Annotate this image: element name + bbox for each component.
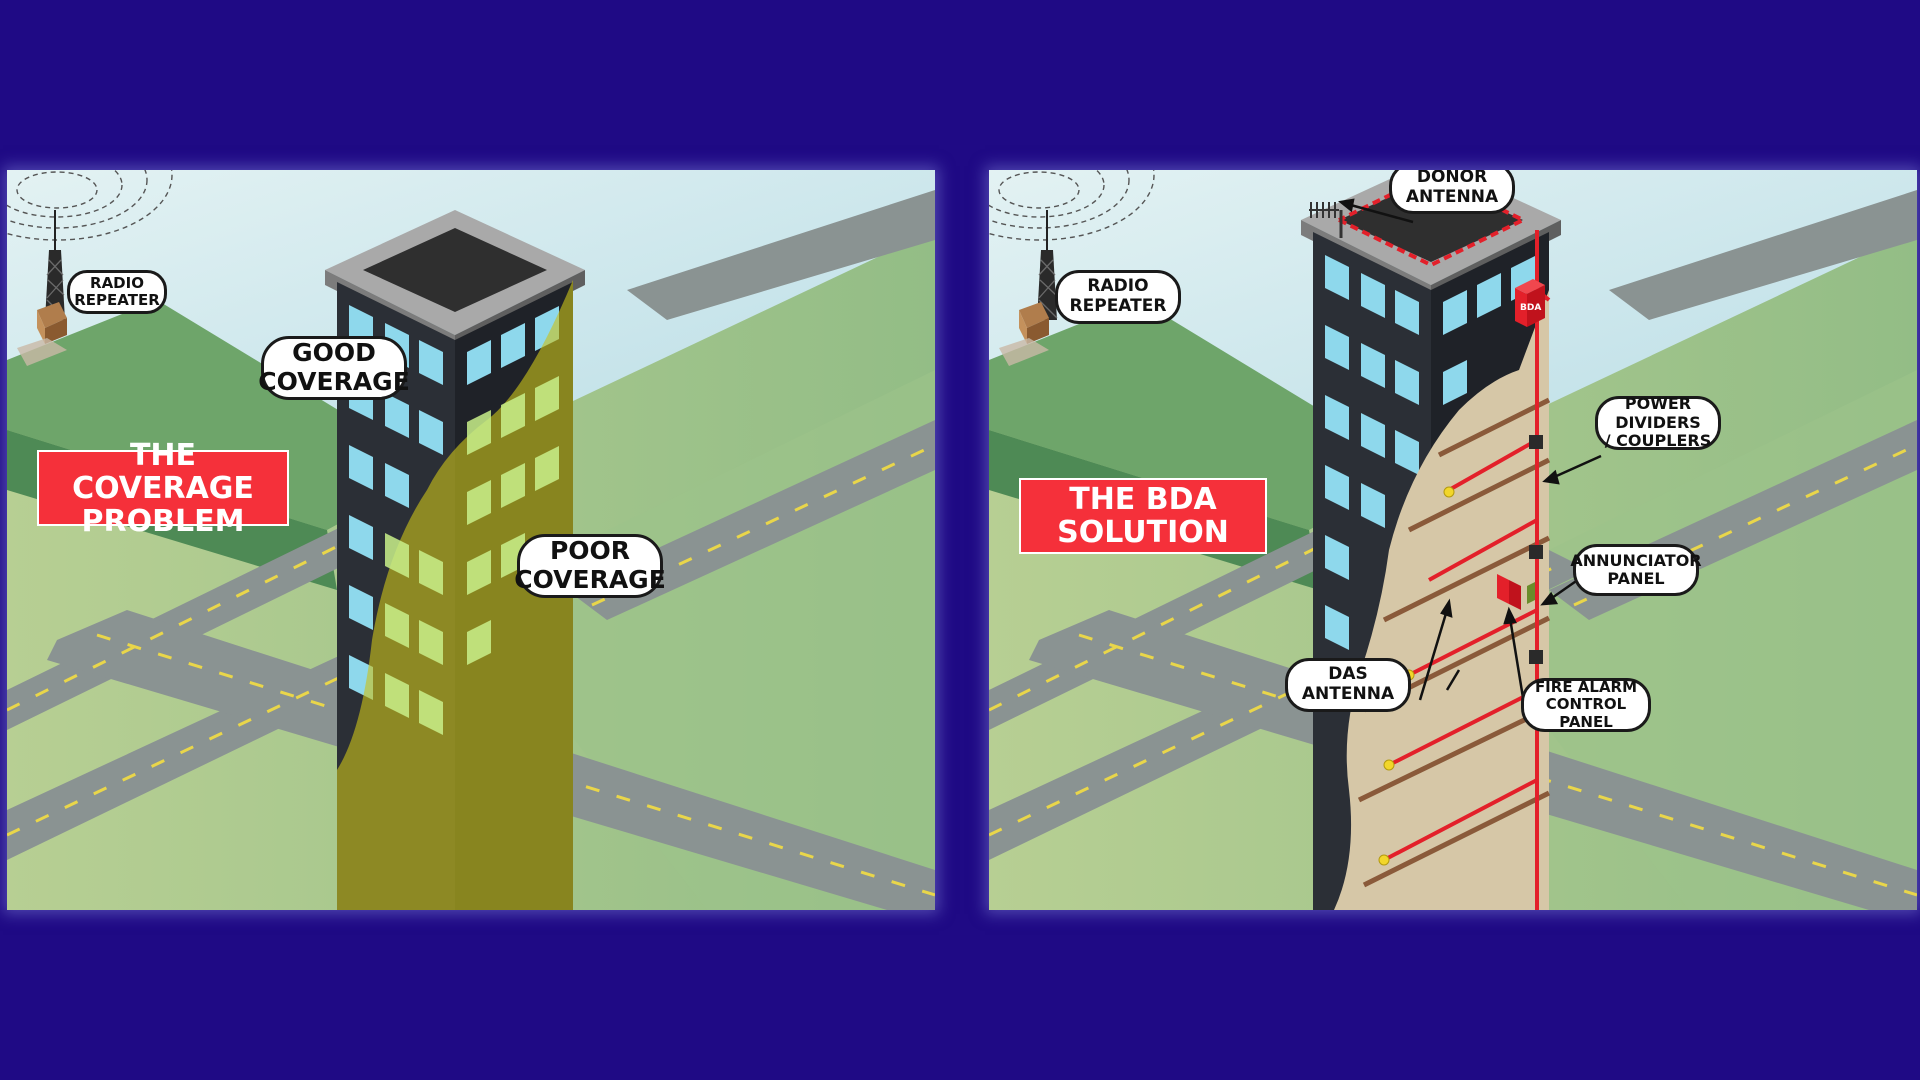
office-building: BDA [1301, 170, 1561, 910]
donor-antenna-label: DONOR ANTENNA [1389, 170, 1515, 214]
road [1609, 190, 1917, 320]
poor-coverage-overlay [337, 280, 573, 910]
coverage-problem-title: THE COVERAGE PROBLEM [37, 439, 289, 538]
radio-waves [989, 170, 1155, 241]
bda-unit-label: BDA [1520, 303, 1541, 313]
building-cutaway [1334, 290, 1549, 910]
annunciator-panel-unit [1527, 582, 1535, 604]
hill [989, 300, 1419, 530]
couplers [1529, 435, 1543, 664]
bda-solution-title: THE BDA SOLUTION [1019, 478, 1267, 554]
radio-repeater-label: RADIO REPEATER [67, 270, 167, 314]
annunciator-panel-label: ANNUNCIATOR PANEL [1570, 544, 1702, 596]
good-coverage-label: GOOD COVERAGE [258, 336, 410, 400]
coverage-problem-scene [7, 170, 935, 910]
radio-waves [7, 170, 173, 241]
radio-tower [999, 210, 1058, 366]
das-antenna-label: DAS ANTENNA [1285, 658, 1411, 712]
poor-coverage-label: POOR COVERAGE [514, 534, 666, 598]
coverage-problem-panel: RADIO REPEATER GOOD COVERAGE POOR COVERA… [7, 170, 935, 910]
fire-alarm-control-panel [1497, 574, 1521, 610]
radio-tower [17, 210, 67, 366]
donor-antenna [1309, 202, 1343, 238]
bda-solution-panel: BDA [989, 170, 1917, 910]
power-dividers-couplers-label: POWER DIVIDERS / COUPLERS [1595, 395, 1721, 450]
covered-windows [385, 376, 559, 735]
fire-alarm-control-panel-label: FIRE ALARM CONTROL PANEL [1521, 678, 1651, 732]
bda-unit [1515, 279, 1545, 327]
road [627, 190, 935, 320]
radio-repeater-label: RADIO REPEATER [1055, 270, 1181, 324]
office-building [325, 210, 585, 910]
hill [7, 300, 437, 530]
